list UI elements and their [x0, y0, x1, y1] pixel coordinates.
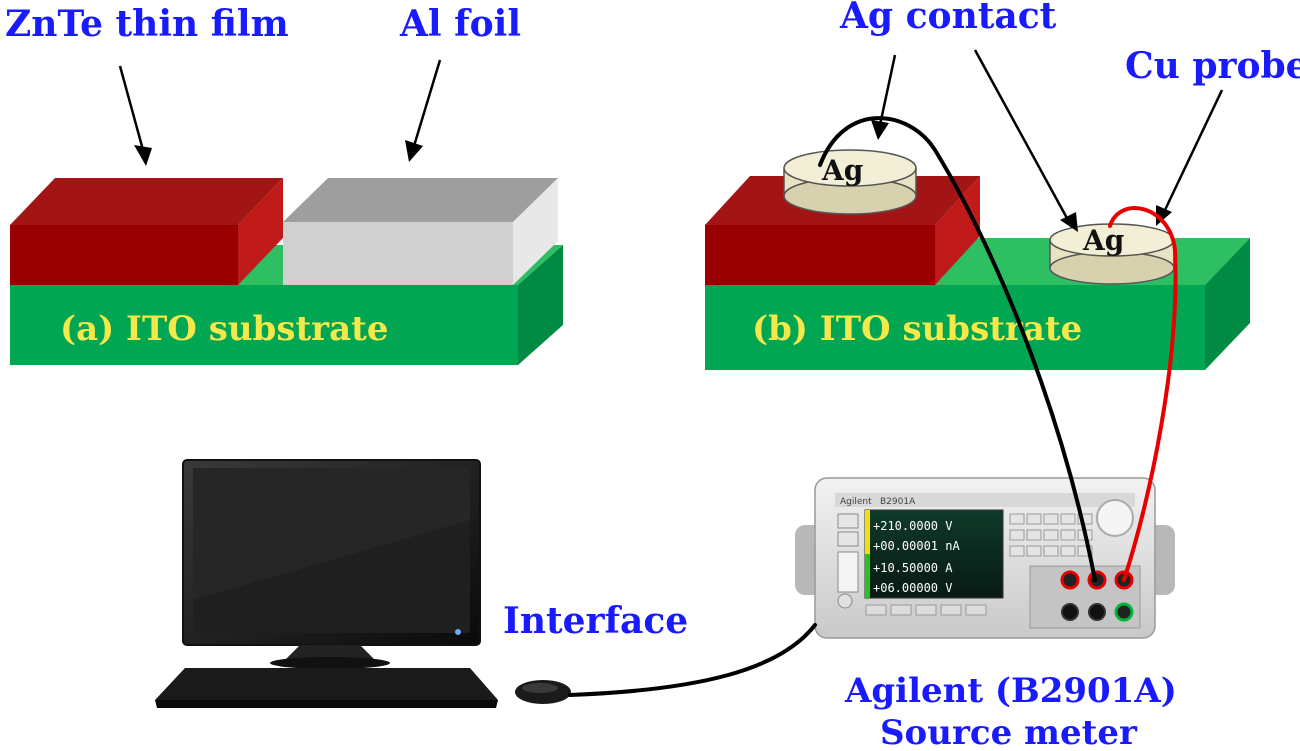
al-foil-block [283, 178, 558, 285]
meter-rotary-knob [1096, 499, 1134, 537]
cu-probe-label: Cu probe [1125, 45, 1300, 87]
pointer-arrows [118, 49, 1224, 232]
al-foil-label: Al foil [399, 3, 521, 45]
meter-keypad [1009, 513, 1093, 557]
meter-label-line-1: Agilent (B2901A) [844, 671, 1177, 711]
computer-monitor [182, 459, 481, 669]
black-wire-ag-contact [818, 116, 1097, 582]
meter-screen-row-1: +210.0000 V [873, 519, 952, 533]
wires [568, 116, 1178, 697]
substrate-b-label: (b) ITO substrate [752, 309, 1082, 349]
interface-label: Interface [503, 600, 688, 642]
meter-brand: Agilent [840, 497, 872, 507]
znte-film-block [10, 178, 283, 285]
source-meter: Agilent B2901A +210.0000 V +00.00001 nA … [795, 477, 1175, 639]
meter-screen-row-2: +00.00001 nA [873, 539, 960, 553]
panel-a: (a) ITO substrate [10, 178, 563, 365]
meter-soft-keys [865, 604, 987, 616]
ag-label-2: Ag [1082, 224, 1124, 257]
meter-model: B2901A [880, 497, 916, 507]
ag-contact-disk-2: Ag [1049, 223, 1175, 285]
znte-film-label: ZnTe thin film [5, 3, 289, 45]
ag-contact-disk-1: Ag [783, 149, 917, 215]
black-wire-interface [568, 623, 817, 697]
ag-contact-label: Ag contact [839, 0, 1057, 37]
red-wire-cu-probe [1108, 206, 1178, 582]
mouse [515, 680, 571, 704]
meter-terminals [1060, 570, 1134, 622]
substrate-a-label: (a) ITO substrate [60, 309, 388, 349]
meter-screen-row-3: +10.50000 A [873, 561, 953, 575]
panel-b: Ag Ag (b) ITO substrate [705, 149, 1250, 370]
ag-label-1: Ag [821, 154, 863, 187]
meter-screen-row-4: +06.00000 V [873, 581, 952, 595]
meter-label-line-2: Source meter [880, 713, 1138, 751]
keyboard [155, 668, 498, 708]
